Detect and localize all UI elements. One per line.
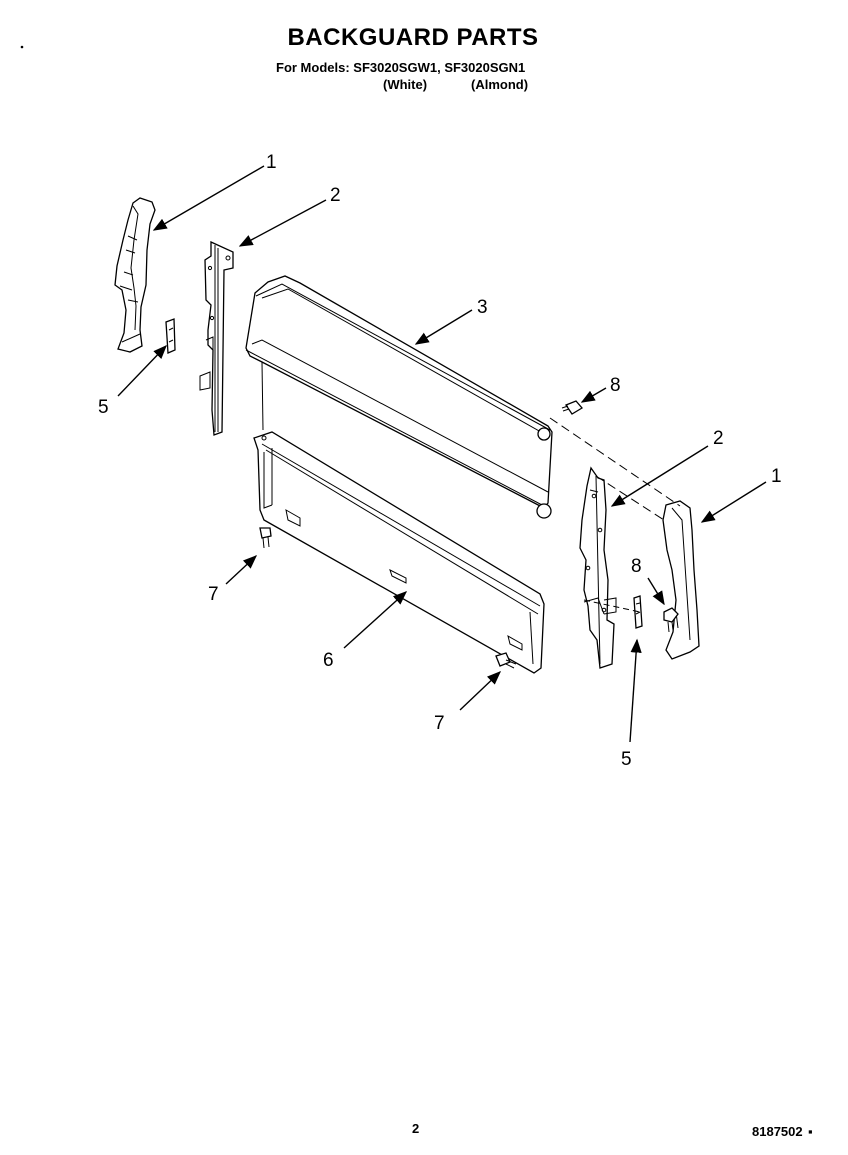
variant-almond-label: (Almond) <box>471 77 529 92</box>
callout-6: 6 <box>323 650 334 671</box>
left-bracket-part-2 <box>199 240 234 436</box>
left-end-cap-part-1 <box>114 197 156 353</box>
screw-part-8-right <box>663 607 679 633</box>
callout-5-left: 5 <box>98 397 109 418</box>
callout-2-right: 2 <box>713 428 724 449</box>
callout-8-upper: 8 <box>610 375 621 396</box>
backguard-panel-part-3 <box>245 275 553 519</box>
right-end-cap-part-1 <box>662 500 700 660</box>
leader-2-left <box>238 199 327 247</box>
callout-5-right: 5 <box>621 749 632 770</box>
alignment-dash-line <box>549 417 681 507</box>
leader-2-right <box>610 445 709 507</box>
leader-7-right <box>459 671 502 711</box>
leader-5-right <box>629 638 642 743</box>
callout-2-left: 2 <box>330 185 341 206</box>
screw-part-7-right <box>495 652 517 669</box>
callout-3: 3 <box>477 297 488 318</box>
callout-1-left: 1 <box>266 152 277 173</box>
leader-8-right <box>647 577 665 606</box>
models-line: For Models: SF3020SGW1, SF3020SGN1 <box>276 60 526 75</box>
corner-dot <box>20 45 24 49</box>
leader-7-left <box>225 555 258 585</box>
page-number: 2 <box>412 1121 420 1136</box>
document-number: 8187502 <box>752 1124 803 1139</box>
variant-white-label: (White) <box>383 77 428 92</box>
leader-1-left <box>152 165 265 231</box>
leader-8-upper <box>580 387 607 403</box>
callout-7-right: 7 <box>434 713 445 734</box>
leader-3 <box>414 309 473 345</box>
page-title: BACKGUARD PARTS <box>287 24 539 51</box>
right-bracket-part-2 <box>579 466 617 669</box>
callout-8-right: 8 <box>631 556 642 577</box>
screw-part-8-upper <box>561 400 583 415</box>
left-clip-part-5 <box>165 318 176 354</box>
callout-1-right: 1 <box>771 466 782 487</box>
leader-6 <box>343 591 408 649</box>
leader-1-right <box>700 481 767 523</box>
screw-part-7-left <box>259 527 272 549</box>
trailing-mark: ▪ <box>808 1124 813 1139</box>
lower-panel-part-6 <box>253 431 545 674</box>
callout-7-left: 7 <box>208 584 219 605</box>
leader-5-left <box>117 344 167 397</box>
